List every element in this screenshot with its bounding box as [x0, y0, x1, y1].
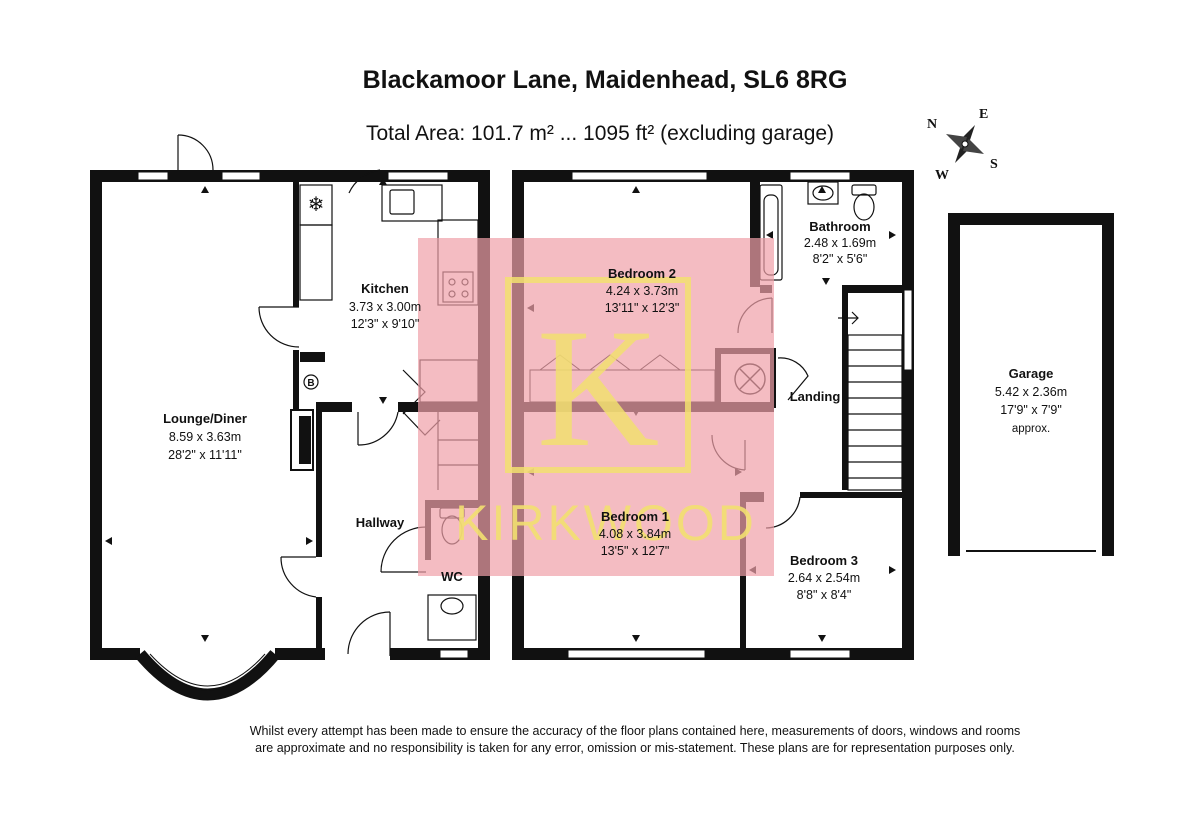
- room-metric-bedroom3: 2.64 x 2.54m: [788, 571, 860, 585]
- compass-s: S: [990, 157, 998, 172]
- page-title: Blackamoor Lane, Maidenhead, SL6 8RG: [363, 66, 848, 94]
- room-name-hallway: Hallway: [356, 515, 405, 530]
- room-name-wc: WC: [441, 569, 463, 584]
- room-metric-bedroom2: 4.24 x 3.73m: [606, 284, 678, 298]
- room-note-garage: approx.: [1012, 423, 1050, 435]
- basin-icon: [427, 594, 477, 641]
- compass-rose-icon: N E S W: [927, 107, 998, 183]
- room-metric-lounge: 8.59 x 3.63m: [169, 430, 241, 444]
- room-imperial-bedroom3: 8'8" x 8'4": [797, 588, 852, 602]
- room-metric-bedroom1: 4.08 x 3.84m: [599, 527, 671, 541]
- room-name-bedroom2: Bedroom 2: [608, 266, 676, 281]
- room-metric-garage: 5.42 x 2.36m: [995, 385, 1067, 399]
- room-name-kitchen: Kitchen: [361, 281, 409, 296]
- room-name-lounge: Lounge/Diner: [163, 411, 247, 426]
- boiler-icon: [303, 374, 319, 390]
- room-name-garage: Garage: [1009, 366, 1054, 381]
- room-imperial-bedroom1: 13'5" x 12'7": [601, 544, 670, 558]
- bay-window: [135, 650, 280, 701]
- compass-e: E: [979, 107, 988, 122]
- door-swing-icon: [177, 134, 427, 656]
- compass-n: N: [927, 117, 937, 132]
- freezer-icon: ❄: [308, 194, 325, 216]
- disclaimer-line-2: are approximate and no responsibility is…: [255, 741, 1015, 755]
- basin-icon: [807, 181, 839, 205]
- room-imperial-bedroom2: 13'11" x 12'3": [605, 301, 680, 315]
- room-imperial-bathroom: 8'2" x 5'6": [813, 252, 868, 266]
- boiler-label: B: [307, 378, 314, 389]
- room-name-bathroom: Bathroom: [809, 219, 870, 234]
- watermark-brand: KIRKWOOD: [455, 495, 757, 551]
- room-imperial-garage: 17'9" x 7'9": [1000, 403, 1062, 417]
- room-name-landing: Landing: [790, 389, 841, 404]
- garage-walls: [948, 213, 1114, 556]
- room-metric-bathroom: 2.48 x 1.69m: [804, 236, 876, 250]
- room-metric-kitchen: 3.73 x 3.00m: [349, 300, 421, 314]
- room-imperial-lounge: 28'2" x 11'11": [168, 448, 242, 462]
- disclaimer-line-1: Whilst every attempt has been made to en…: [249, 724, 1021, 738]
- room-imperial-kitchen: 12'3" x 9'10": [351, 317, 420, 331]
- watermark-monogram: K: [537, 294, 660, 482]
- kirkwood-watermark: K KIRKWOOD: [418, 238, 774, 576]
- room-name-bedroom3: Bedroom 3: [790, 553, 858, 568]
- toilet-icon: [851, 184, 877, 221]
- staircase: [838, 311, 903, 491]
- compass-w: W: [935, 168, 949, 183]
- room-name-bedroom1: Bedroom 1: [601, 509, 669, 524]
- total-area: Total Area: 101.7 m² ... 1095 ft² (exclu…: [366, 122, 834, 145]
